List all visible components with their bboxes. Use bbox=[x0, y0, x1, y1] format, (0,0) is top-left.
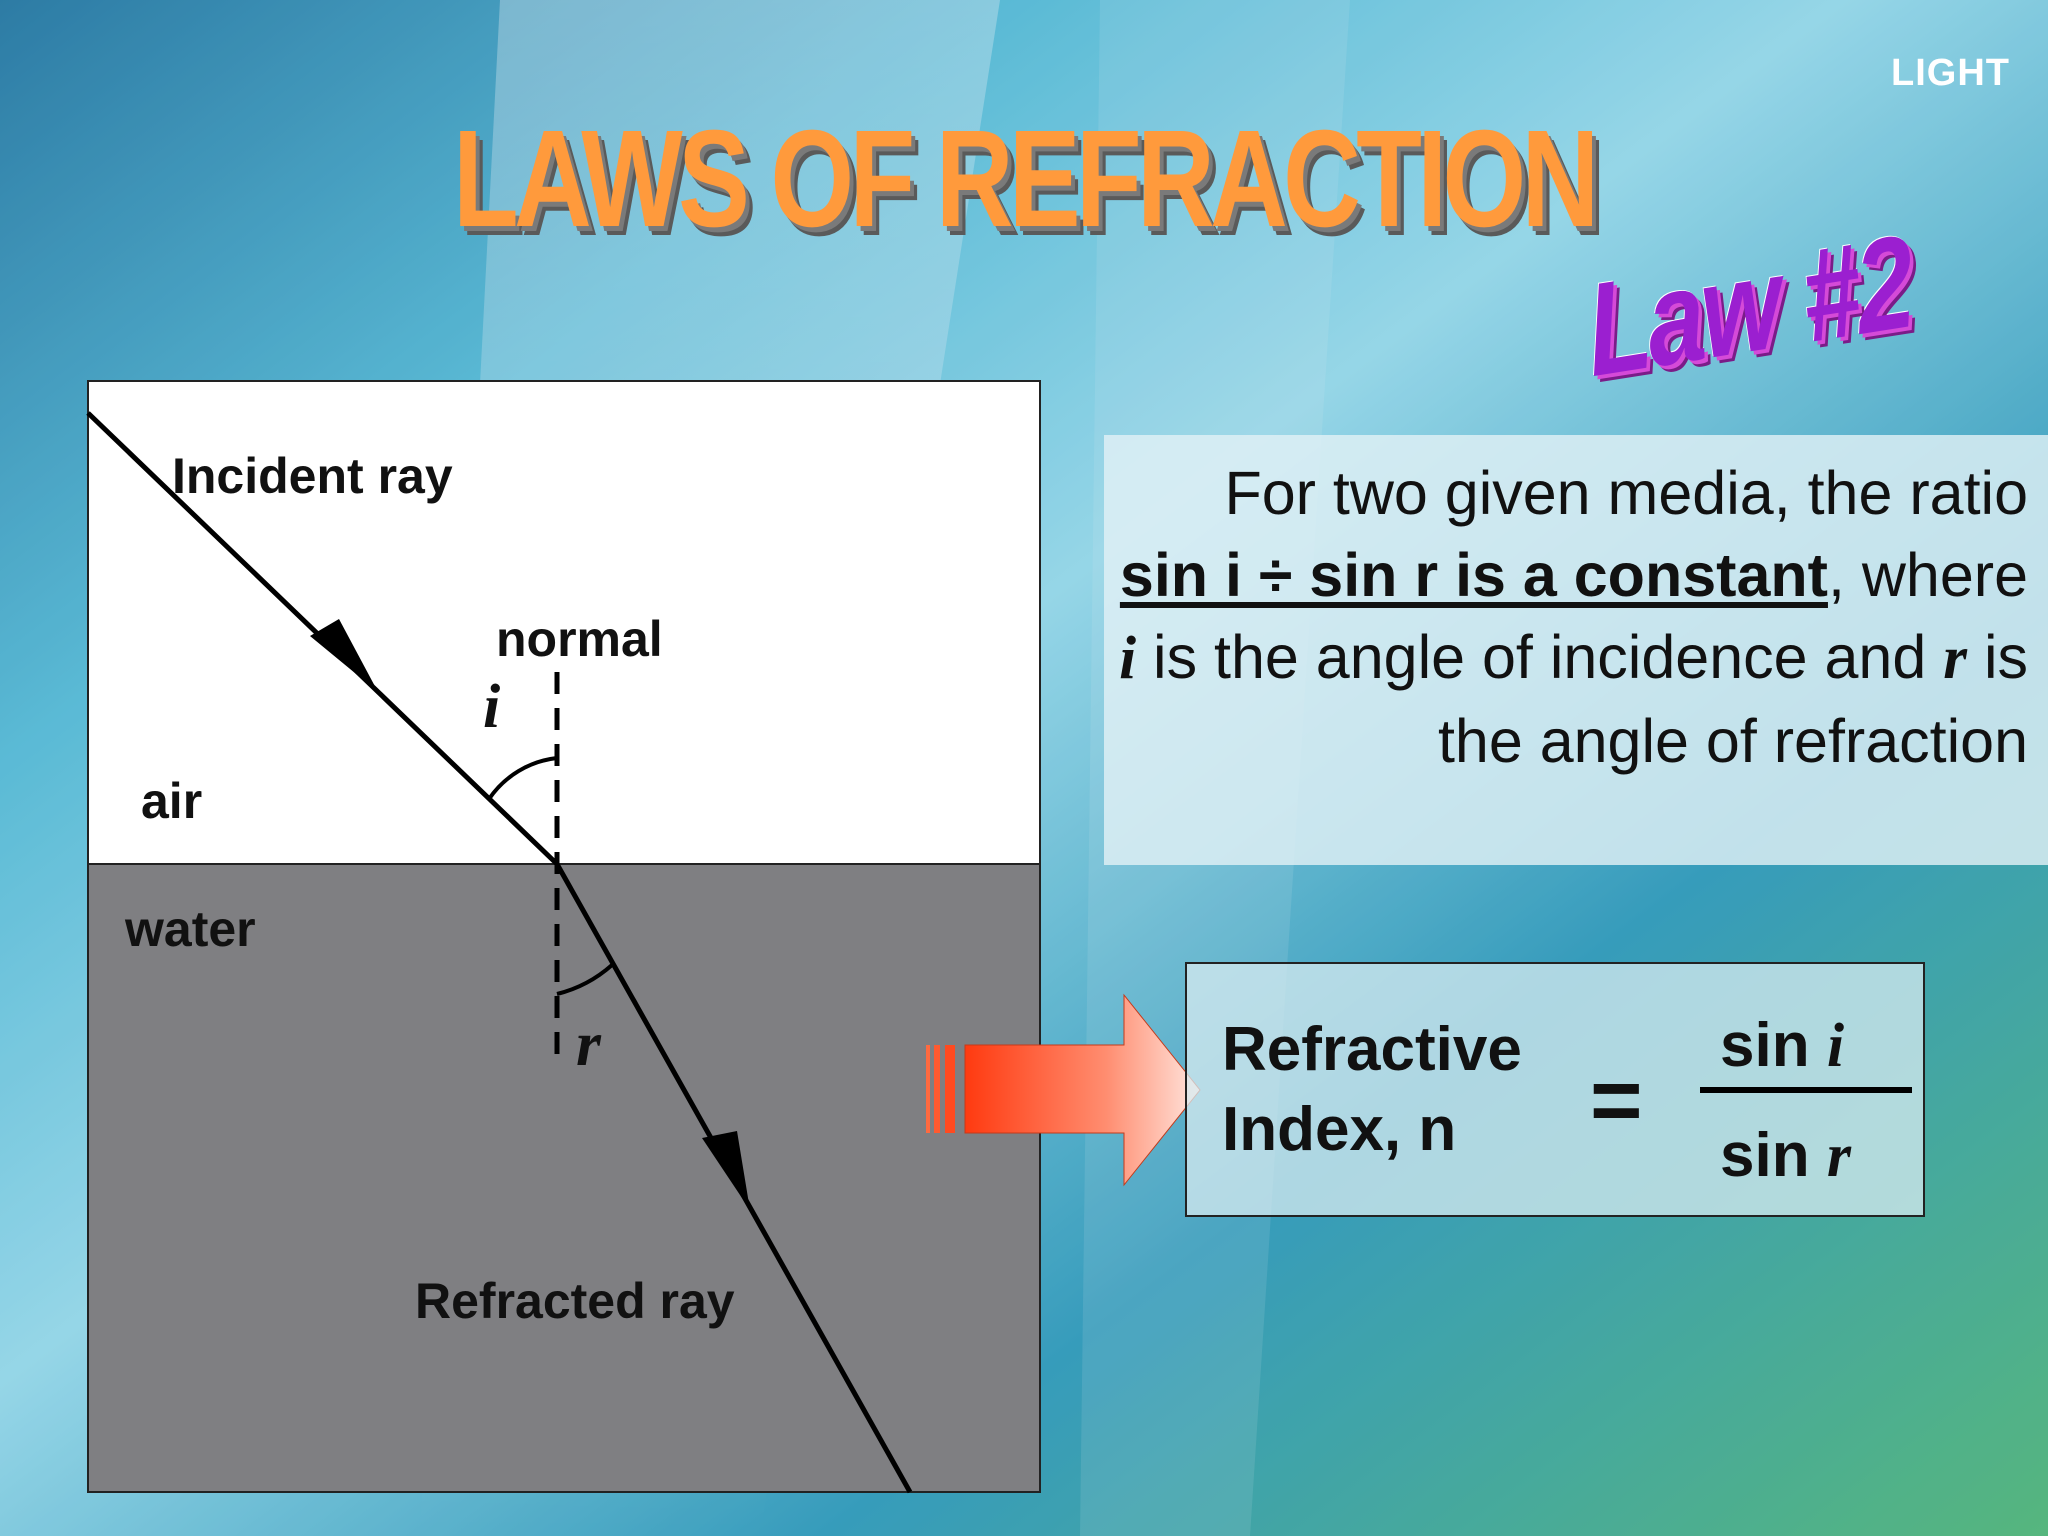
equals-sign: = bbox=[1590, 1051, 1643, 1151]
angle-r-arc bbox=[556, 963, 614, 996]
water-label: water bbox=[124, 901, 256, 957]
formula-numerator: sin i bbox=[1720, 1011, 1845, 1080]
definition-box bbox=[1104, 435, 2048, 865]
normal-label: normal bbox=[496, 611, 663, 667]
refracted-ray-label: Refracted ray bbox=[415, 1273, 735, 1329]
incident-ray-label: Incident ray bbox=[172, 448, 453, 504]
law-statement: For two given media, the ratio sin i ÷ s… bbox=[1119, 459, 2028, 775]
refracted-ray-arrowhead bbox=[702, 1131, 750, 1210]
air-region bbox=[87, 380, 1041, 865]
fraction-bar bbox=[1700, 1087, 1912, 1093]
slide-title: LAWS OF REFRACTION bbox=[453, 102, 1599, 256]
air-label: air bbox=[141, 773, 202, 829]
angle-i-label: i bbox=[483, 673, 500, 741]
angle-i-arc bbox=[487, 756, 558, 801]
incident-ray-arrowhead bbox=[310, 619, 378, 692]
arrow-to-formula bbox=[926, 993, 1201, 1187]
angle-r-label: r bbox=[576, 1008, 602, 1079]
formula-denominator: sin r bbox=[1720, 1121, 1851, 1190]
topic-label: LIGHT bbox=[1891, 52, 2010, 94]
key-statement: sin i ÷ sin r is a constant bbox=[1119, 541, 1828, 609]
water-region bbox=[87, 863, 1041, 1493]
